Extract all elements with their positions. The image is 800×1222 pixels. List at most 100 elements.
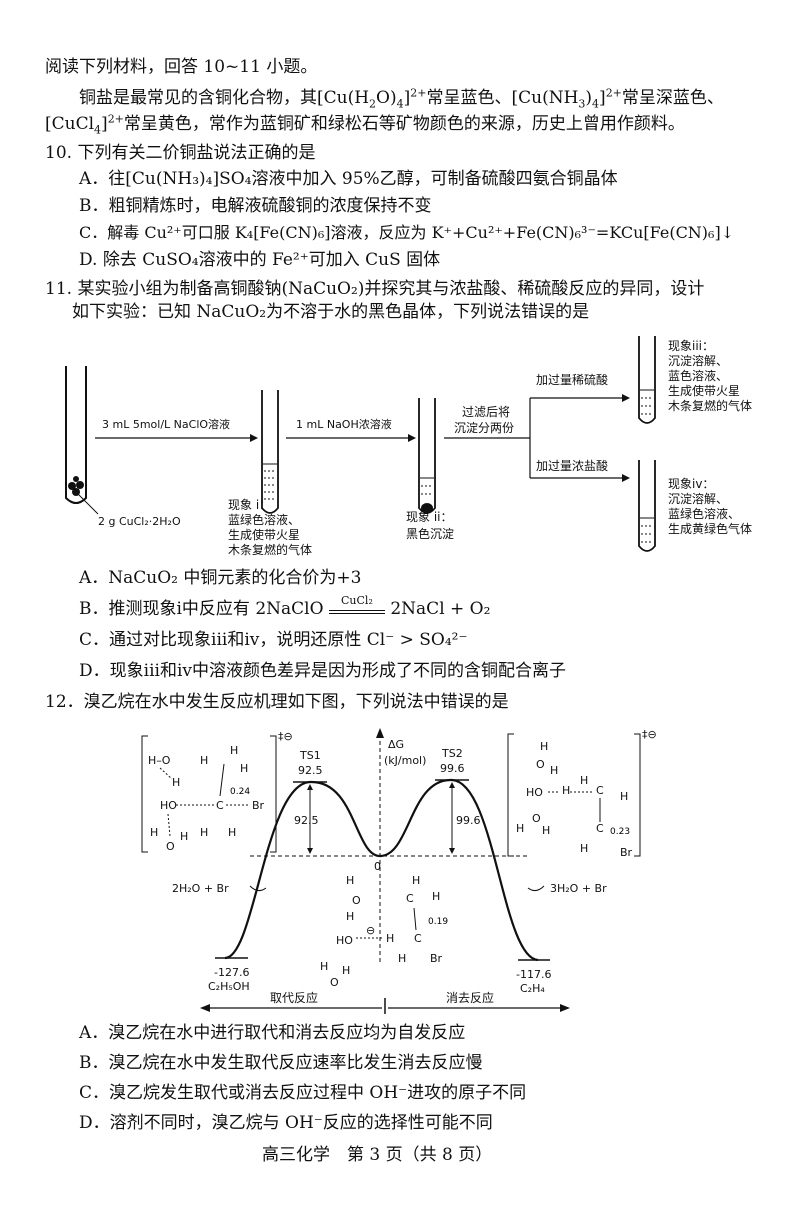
svg-text:O: O bbox=[532, 812, 541, 825]
svg-text:⊖: ⊖ bbox=[366, 924, 375, 937]
obs2-line-0: 现象 ii： bbox=[406, 510, 452, 524]
test-tube-2 bbox=[261, 390, 279, 514]
passage-line-2: [CuCl4]2+常呈黄色，常作为蓝铜矿和绿松石等矿物颜色的来源，历史上曾用作颜… bbox=[45, 112, 685, 137]
substitution-label: 取代反应 bbox=[270, 990, 318, 1005]
obs2-line-1: 黑色沉淀 bbox=[406, 527, 454, 541]
ts1-value: 92.5 bbox=[298, 764, 323, 777]
svg-text:H: H bbox=[550, 764, 558, 777]
split-line-2: 沉淀分两份 bbox=[454, 421, 514, 435]
obs3-line-2: 蓝色溶液、 bbox=[668, 368, 728, 383]
obs4-line-3: 生成黄绿色气体 bbox=[668, 521, 752, 536]
ts2-label: TS2 bbox=[441, 747, 463, 760]
svg-text:H: H bbox=[412, 874, 420, 887]
obs1-line-2: 生成使带火星 bbox=[228, 527, 300, 542]
distance-3: 0.23 bbox=[610, 827, 630, 837]
q10-option-d: D. 除去 CuSO₄溶液中的 Fe²⁺可加入 CuS 固体 bbox=[79, 250, 441, 270]
zero-label: 0 bbox=[374, 860, 381, 873]
reagent-1-label: 3 mL 5mol/L NaClO溶液 bbox=[102, 417, 230, 431]
svg-text:O: O bbox=[166, 840, 175, 853]
svg-text:H: H bbox=[386, 932, 394, 945]
svg-text:Br: Br bbox=[430, 952, 443, 965]
test-tube-5 bbox=[638, 460, 656, 552]
barrier-1: 92.5 bbox=[294, 814, 319, 827]
ts1-label: TS1 bbox=[299, 749, 321, 762]
obs1-line-3: 木条复燃的气体 bbox=[228, 542, 312, 557]
q11-option-d: D．现象iii和iv中溶液颜色差异是因为形成了不同的含铜配合离子 bbox=[79, 661, 566, 681]
svg-text:H: H bbox=[320, 960, 328, 973]
svg-text:H: H bbox=[346, 874, 354, 887]
acid-2-label: 加过量浓盐酸 bbox=[536, 458, 608, 473]
experiment-diagram: 2 g CuCl₂·2H₂O 3 mL 5mol/L NaClO溶液 现象 i：… bbox=[65, 336, 752, 557]
svg-text:H: H bbox=[200, 754, 208, 767]
svg-text:H: H bbox=[398, 952, 406, 965]
catalyst-arrow: CuCl₂ bbox=[328, 594, 385, 614]
svg-text:H: H bbox=[180, 830, 188, 843]
obs4-line-1: 沉淀溶解、 bbox=[668, 491, 728, 506]
svg-text:C: C bbox=[414, 932, 422, 945]
q11-option-c: C．通过对比现象iii和iv，说明还原性 Cl⁻ > SO₄²⁻ bbox=[79, 630, 468, 650]
barrier-2: 99.6 bbox=[456, 814, 481, 827]
svg-text:H: H bbox=[580, 774, 588, 787]
q10-option-c: C．解毒 Cu²⁺可口服 K₄[Fe(CN)₆]溶液，反应为 K⁺+Cu²⁺+F… bbox=[79, 223, 735, 242]
svg-text:O: O bbox=[352, 894, 361, 907]
right-byproduct: 3H₂O + Br bbox=[550, 882, 607, 895]
svg-text:Br: Br bbox=[252, 799, 265, 812]
axis-label-1: ΔG bbox=[388, 738, 404, 751]
q11-option-a: A．NaCuO₂ 中铜元素的化合价为+3 bbox=[79, 568, 362, 588]
page-footer: 高三化学 第 3 页（共 8 页） bbox=[262, 1145, 493, 1165]
svg-text:HO: HO bbox=[336, 934, 353, 947]
charge-1: ‡⊖ bbox=[278, 730, 293, 743]
split-line-1: 过滤后将 bbox=[462, 405, 510, 419]
svg-text:H: H bbox=[342, 964, 350, 977]
q10-stem: 10. 下列有关二价铜盐说法正确的是 bbox=[45, 143, 316, 163]
ts2-value: 99.6 bbox=[440, 762, 465, 775]
svg-text:O: O bbox=[330, 976, 339, 989]
q12-option-c: C．溴乙烷发生取代或消去反应过程中 OH⁻进攻的原子不同 bbox=[79, 1083, 527, 1103]
obs1-line-0: 现象 i： bbox=[228, 498, 271, 512]
q11-option-b: B．推测现象i中反应有 2NaClO CuCl₂ 2NaCl + O₂ bbox=[79, 593, 491, 620]
obs1-line-1: 蓝绿色溶液、 bbox=[228, 512, 300, 527]
svg-text:H: H bbox=[240, 762, 248, 775]
test-tube-4 bbox=[638, 336, 656, 424]
q12-option-d: D．溶剂不同时，溴乙烷与 OH⁻反应的选择性可能不同 bbox=[79, 1113, 493, 1133]
test-tube-3 bbox=[418, 398, 436, 514]
q11-stem-2: 如下实验：已知 NaCuO₂为不溶于水的黑色晶体，下列说法错误的是 bbox=[72, 302, 590, 322]
svg-text:H: H bbox=[516, 822, 524, 835]
q11-stem-1: 11. 某实验小组为制备高铜酸钠(NaCuO₂)并探究其与浓盐酸、稀硫酸反应的异… bbox=[45, 279, 705, 299]
q12-stem: 12．溴乙烷在水中发生反应机理如下图，下列说法中错误的是 bbox=[45, 692, 509, 712]
svg-text:H: H bbox=[542, 824, 550, 837]
obs4-line-0: 现象iv： bbox=[668, 477, 714, 491]
svg-text:O: O bbox=[536, 758, 545, 771]
charge-2: ‡⊖ bbox=[642, 728, 657, 741]
test-tube-1 bbox=[65, 366, 87, 504]
energy-profile-diagram: ΔG (kJ/mol) TS1 92.5 92.5 TS2 99.6 99.6 … bbox=[141, 728, 657, 1014]
svg-text:H: H bbox=[540, 740, 548, 753]
left-value: -127.6 bbox=[214, 966, 249, 979]
svg-text:H: H bbox=[346, 910, 354, 923]
svg-text:H: H bbox=[432, 890, 440, 903]
obs3-line-0: 现象iii： bbox=[668, 339, 714, 353]
q12-option-a: A．溴乙烷在水中进行取代和消去反应均为自发反应 bbox=[79, 1023, 466, 1043]
passage-line-1: 铜盐是最常见的含铜化合物，其[Cu(H2O)4]2+常呈蓝色、[Cu(NH3)4… bbox=[79, 86, 724, 111]
q10-option-b: B．粗铜精炼时，电解液硫酸铜的浓度保持不变 bbox=[79, 196, 432, 216]
left-product: C₂H₅OH bbox=[208, 980, 250, 993]
energy-curve bbox=[224, 778, 539, 962]
svg-text:H: H bbox=[620, 790, 628, 803]
q12-option-b: B．溴乙烷在水中发生取代反应速率比发生消去反应慢 bbox=[79, 1053, 483, 1073]
acid-1-label: 加过量稀硫酸 bbox=[536, 372, 608, 387]
distance-1: 0.24 bbox=[230, 787, 250, 797]
right-value: -117.6 bbox=[516, 968, 551, 981]
solid-label: 2 g CuCl₂·2H₂O bbox=[98, 515, 181, 528]
svg-text:H: H bbox=[228, 826, 236, 839]
svg-text:HO: HO bbox=[160, 799, 177, 812]
svg-text:H–O: H–O bbox=[148, 754, 171, 767]
intro-line: 阅读下列材料，回答 10~11 小题。 bbox=[45, 57, 318, 77]
left-byproduct: 2H₂O + Br bbox=[172, 882, 229, 895]
right-product: C₂H₄ bbox=[520, 982, 545, 995]
svg-text:C: C bbox=[406, 892, 414, 905]
obs3-line-1: 沉淀溶解、 bbox=[668, 353, 728, 368]
obs4-line-2: 蓝绿色溶液、 bbox=[668, 506, 740, 521]
